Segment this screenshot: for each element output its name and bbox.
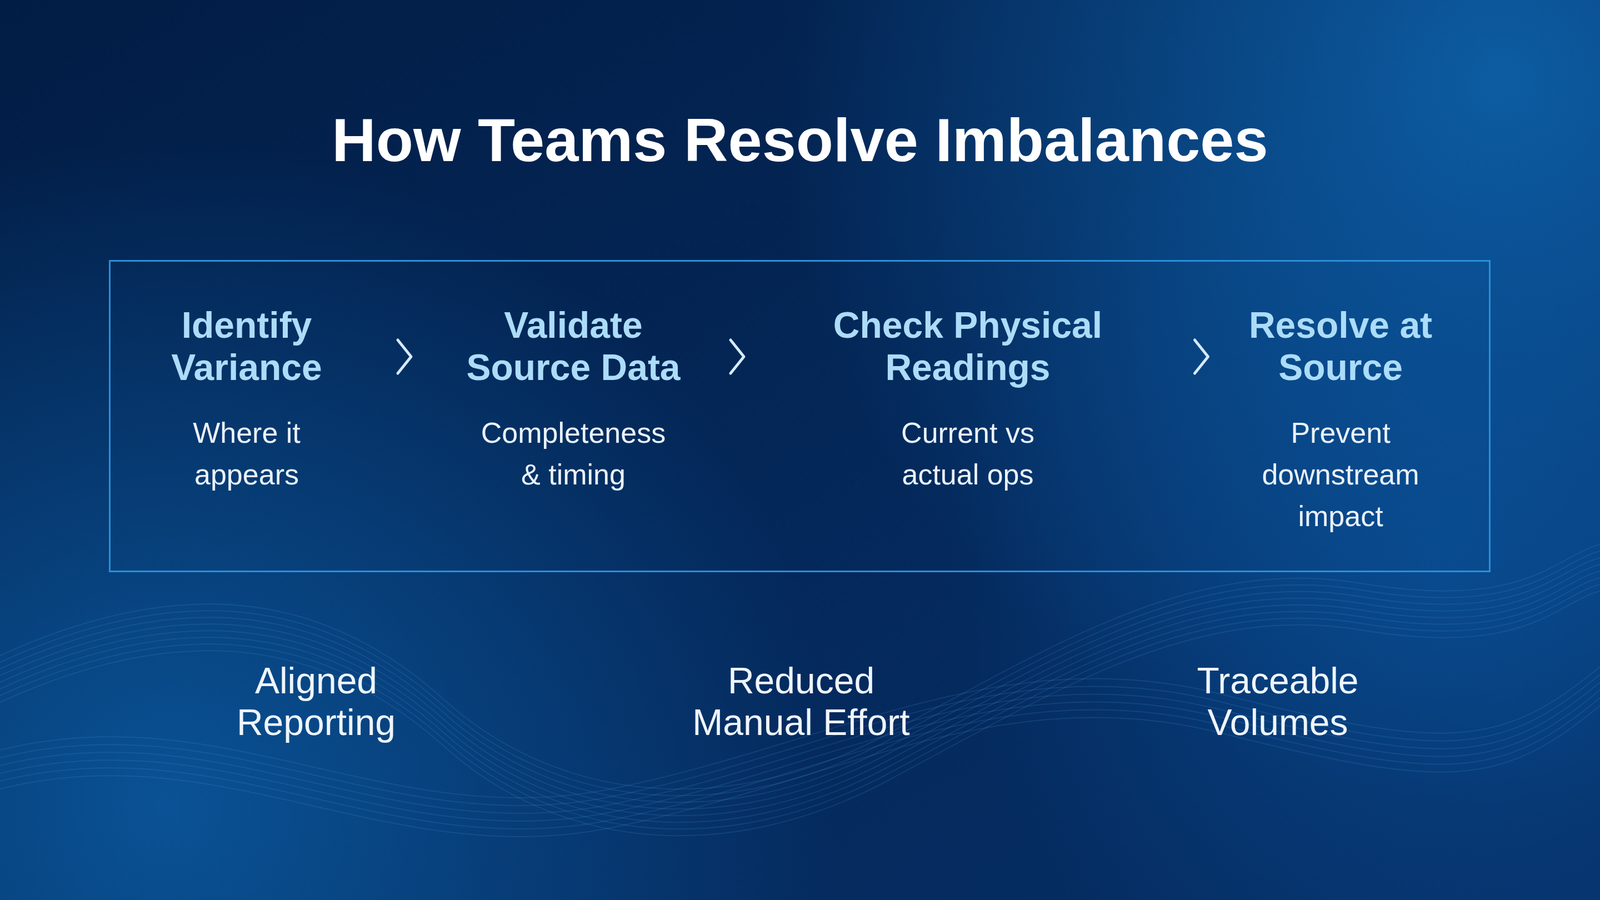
process-step: Validate Source DataCompleteness & timin… (451, 303, 696, 496)
step-body: Prevent downstream impact (1257, 412, 1424, 538)
step-heading: Resolve at Source (1246, 303, 1435, 389)
process-step: Resolve at SourcePrevent downstream impa… (1246, 303, 1435, 538)
benefit-label: Reduced Manual Effort (673, 660, 929, 744)
chevron-connector (1156, 340, 1247, 374)
chevron-connector (695, 340, 779, 374)
process-frame: Identify VarianceWhere it appears Validat… (108, 260, 1491, 573)
benefit-label: Traceable Volumes (1177, 660, 1378, 744)
step-body: Current vs actual ops (884, 412, 1052, 496)
diagram-title: How Teams Resolve Imbalances (0, 105, 1600, 175)
benefit-label: Aligned Reporting (221, 660, 411, 744)
process-step: Check Physical ReadingsCurrent vs actual… (778, 303, 1157, 496)
step-body: Completeness & timing (467, 412, 679, 496)
step-heading: Check Physical Readings (778, 303, 1157, 389)
step-heading: Identify Variance (135, 303, 358, 389)
process-step: Identify VarianceWhere it appears (135, 303, 358, 496)
chevron-connector (357, 340, 452, 374)
step-body: Where it appears (180, 412, 314, 496)
step-heading: Validate Source Data (451, 303, 696, 389)
